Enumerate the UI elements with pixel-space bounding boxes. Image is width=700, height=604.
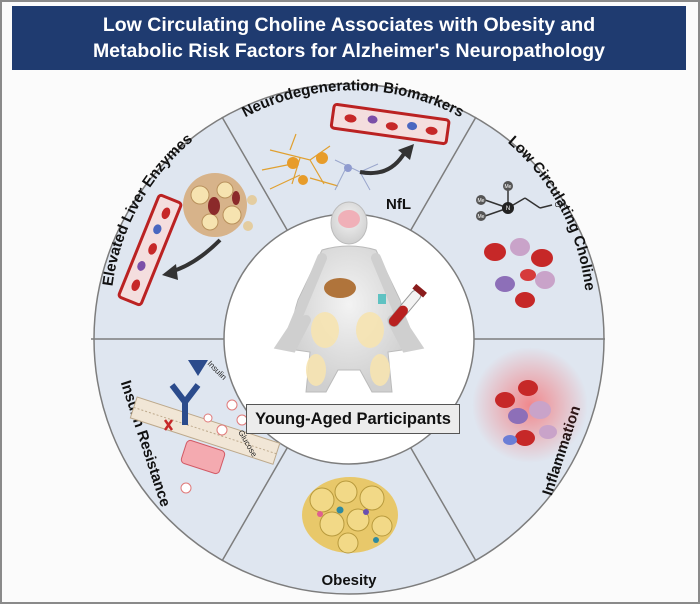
- blood-tube-icon: [388, 283, 427, 327]
- syringe-icon: [378, 294, 386, 304]
- neuro-blood-vessel: [329, 102, 451, 146]
- choline-molecule: Me Me Me N OH: [476, 181, 565, 221]
- neuro-arrow: [359, 150, 407, 175]
- body-figure: [273, 201, 425, 393]
- adipose-tissue-illustration: [302, 477, 398, 554]
- liver-blood-vessel: [117, 193, 183, 307]
- segment-dividers: [91, 116, 605, 562]
- choline-blood-cells: [484, 238, 555, 308]
- brain-icon: [338, 210, 360, 228]
- insulin-receptor-illustration: Insulin Glucose: [129, 359, 281, 494]
- title-line-2: Metabolic Risk Factors for Alzheimer's N…: [92, 40, 606, 62]
- obesity-label: Obesity: [321, 572, 377, 589]
- title-banner: Low Circulating Choline Associates with …: [12, 6, 686, 70]
- insulin-molecule: [188, 360, 208, 376]
- methyl-label-2: Me: [478, 198, 485, 204]
- neuron-illustration: [261, 133, 379, 191]
- liver-cells: [183, 173, 257, 237]
- inflammation-illustration: [472, 347, 588, 463]
- center-label-box: Young-Aged Participants: [246, 404, 460, 434]
- liver-arrowhead: [162, 264, 178, 280]
- title-line-1: Low Circulating Choline Associates with …: [102, 14, 596, 36]
- liver-organ-icon: [324, 278, 356, 298]
- neuro-arrowhead: [398, 144, 414, 160]
- nfl-label: NfL: [386, 196, 411, 213]
- hydroxyl-label: OH: [555, 202, 566, 209]
- methyl-label-3: Me: [478, 214, 485, 220]
- methyl-label-1: Me: [505, 184, 512, 190]
- nitrogen-label: N: [506, 206, 510, 212]
